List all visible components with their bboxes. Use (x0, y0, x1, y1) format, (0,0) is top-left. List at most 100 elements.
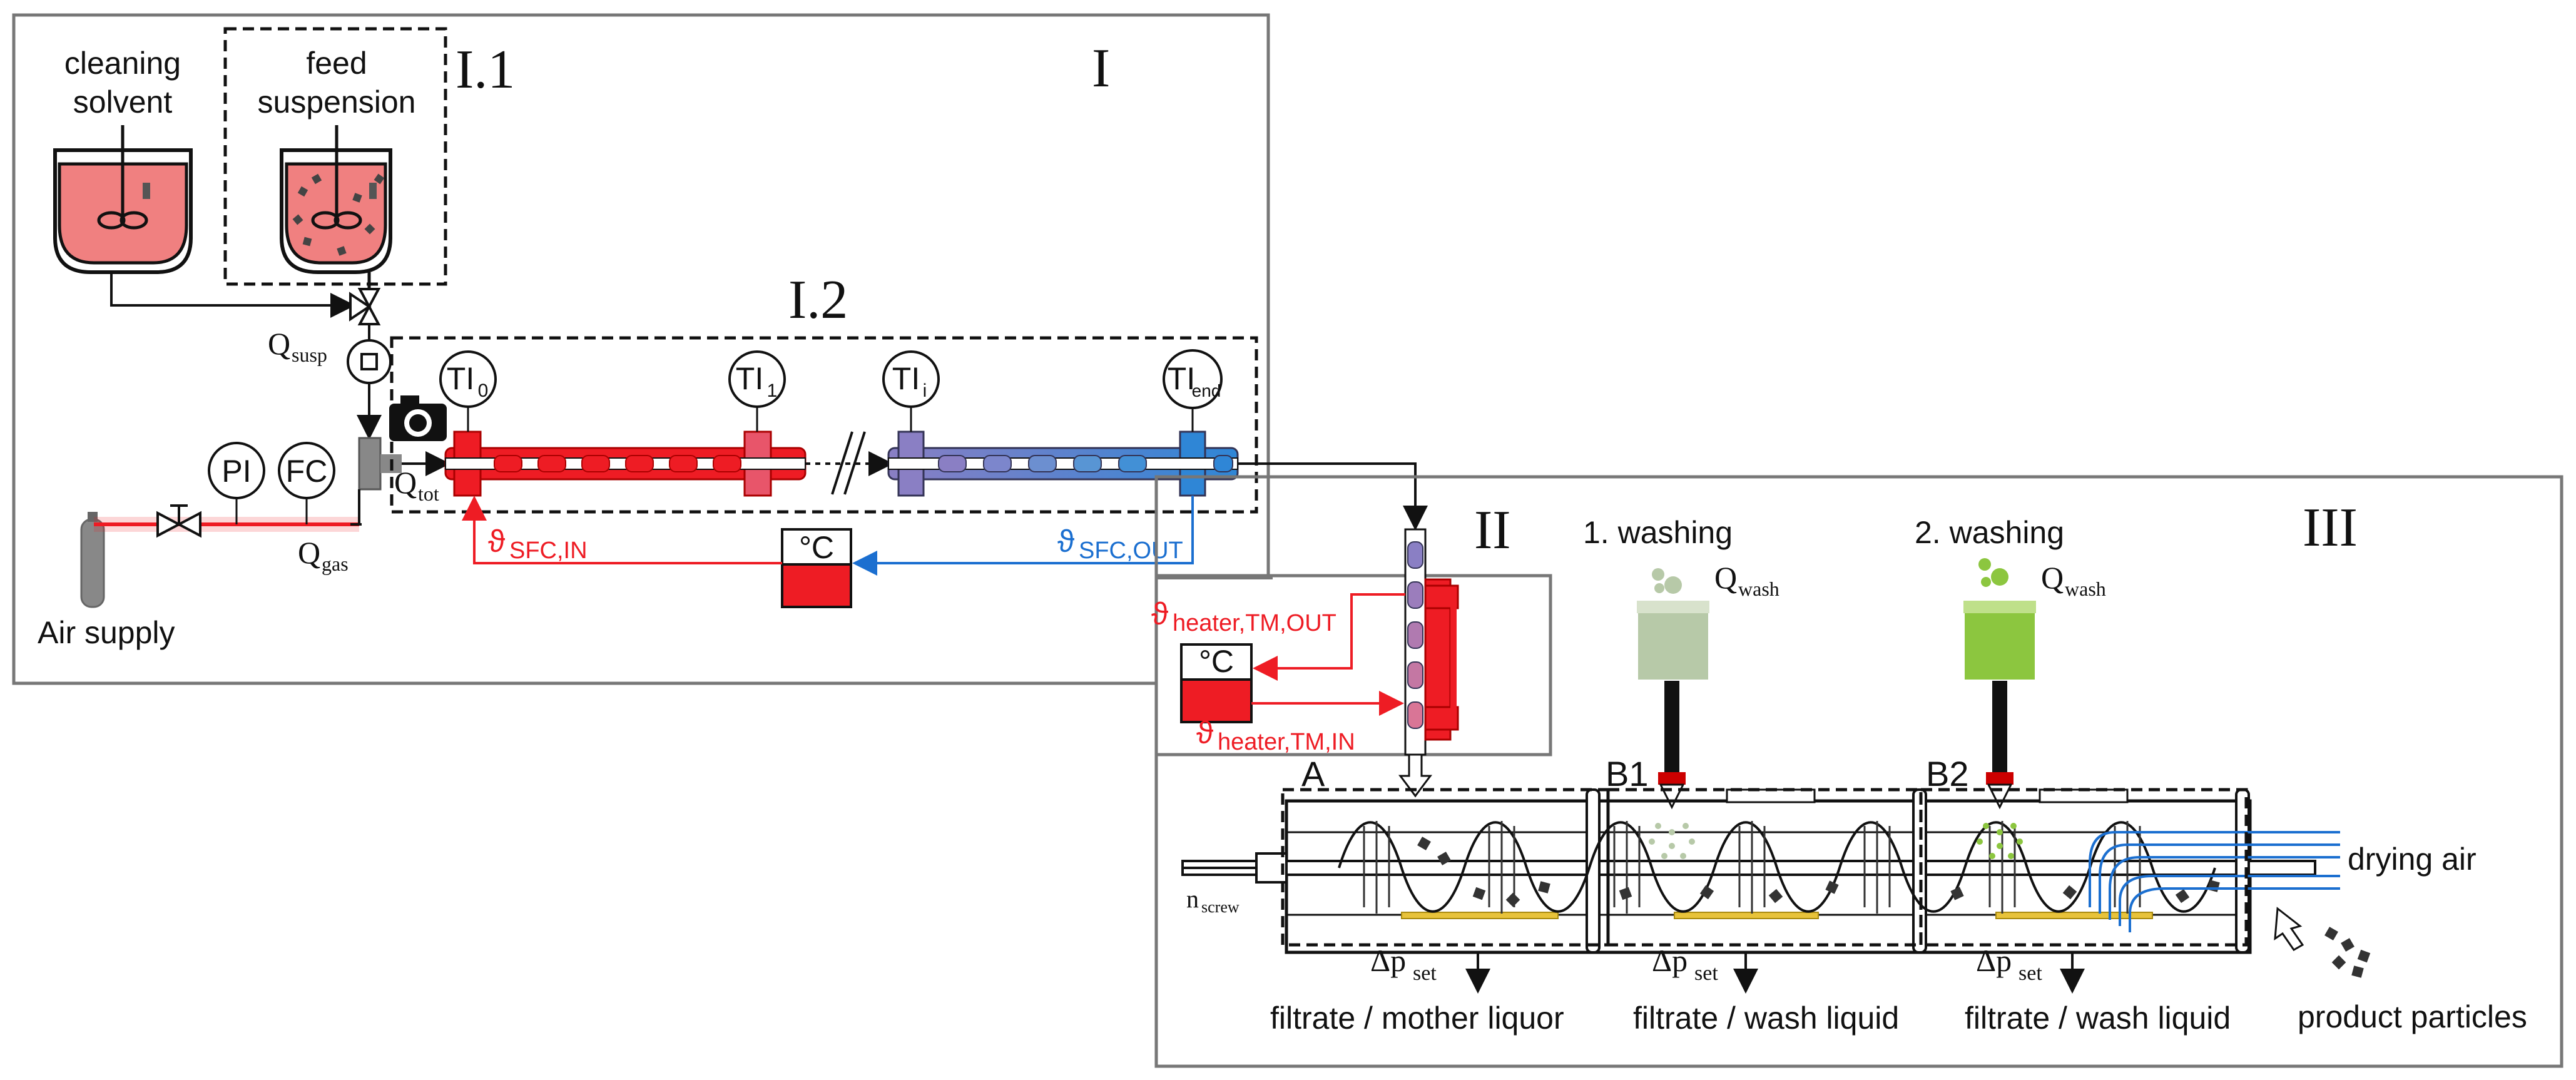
dp-2-sub: set (1694, 962, 1718, 985)
sfc-in-line (462, 496, 782, 564)
section-iii-label: III (2303, 497, 2358, 558)
screw-filter-body (1181, 788, 2316, 954)
section-iii-frame (1154, 475, 2563, 1068)
q-susp-label: Q (268, 326, 290, 361)
ti-0-text: TI (447, 361, 474, 396)
cleaning-label-line1: cleaning (64, 46, 181, 81)
ti-i-sub: i (923, 380, 927, 401)
drying-air-lines (2089, 831, 2340, 932)
washing-2-label: 2. washing (1915, 515, 2064, 550)
three-way-valve (349, 288, 381, 325)
product-particles-icon (2324, 927, 2371, 978)
q-wash-1-label: Q (1714, 560, 1737, 595)
feed-suspension-tank: feed suspension (258, 46, 416, 300)
filter-particles (1417, 837, 2220, 907)
wash-1-spray (1649, 823, 1695, 859)
ti-0-sub: 0 (478, 380, 489, 401)
screw-helix (1338, 821, 2216, 913)
q-tot-label: Q (394, 465, 417, 500)
dp-2-label: Δp (1652, 943, 1688, 978)
q-tot-sub: tot (418, 482, 439, 505)
sfc-in-label: ϑ (488, 524, 505, 559)
thermostat-sfc: °C (781, 528, 852, 608)
wash-1-beaker (1636, 568, 1711, 810)
section-i-frame (12, 13, 1270, 685)
wash-2-beaker (1962, 558, 2037, 810)
heater-out-sub: heater,TM,OUT (1173, 610, 1336, 636)
heater-in-sub: heater,TM,IN (1218, 729, 1355, 755)
product-outlet-arrow (2274, 907, 2304, 951)
zone-a-label: A (1301, 754, 1325, 793)
thermostat-heater-label: °C (1199, 644, 1234, 679)
wash-2-spray (1977, 823, 2023, 859)
break-mark-1 (831, 431, 853, 495)
ti-1-text: TI (736, 361, 763, 396)
ti-1-indicator: TI 1 (728, 350, 786, 432)
fc-label: FC (286, 454, 328, 489)
sfc-in-sub: SFC,IN (509, 537, 588, 564)
mixer-t-piece (358, 437, 382, 491)
zone-b1-label: B1 (1606, 754, 1649, 793)
camera-icon (389, 395, 447, 441)
thermostat-heater: °C (1180, 643, 1253, 723)
outlet-line (1238, 462, 1428, 531)
fc-controller (278, 442, 335, 499)
q-gas-sub: gas (322, 553, 349, 575)
n-screw-label: n (1186, 885, 1199, 913)
feed-label-line1: feed (306, 46, 367, 81)
zone-b2-box (1919, 788, 2248, 947)
feed-label-line2: suspension (258, 84, 416, 120)
washing-1-label: 1. washing (1583, 515, 1733, 550)
pi-indicator (208, 442, 265, 499)
pump-inner (360, 353, 378, 370)
filtrate-1-label: filtrate / mother liquor (1270, 1001, 1564, 1036)
section-ii-label: II (1474, 500, 1511, 561)
ti-end-text: TI (1168, 361, 1195, 396)
sfc-out-sub: SFC,OUT (1079, 537, 1183, 564)
filtrate-outlets (1465, 952, 2085, 994)
zone-b2-label: B2 (1926, 754, 1969, 793)
ti-i-text: TI (892, 361, 920, 396)
air-supply-cylinder (80, 512, 105, 608)
dp-3-label: Δp (1976, 943, 2012, 978)
section-i2-label: I.2 (788, 270, 848, 330)
q-wash-2-label: Q (2041, 560, 2064, 595)
solvent-line (110, 272, 355, 318)
section-i2-frame (390, 336, 1258, 514)
ti-i-indicator: TI i (882, 350, 940, 432)
air-supply-label: Air supply (38, 615, 175, 650)
section-i1-label: I.1 (456, 39, 515, 100)
sfc-out-line (852, 496, 1194, 576)
heater-out-label: ϑ (1151, 596, 1168, 631)
sfc-tube-segment-2 (887, 430, 1239, 497)
sfc-tube-segment-1 (444, 430, 807, 497)
break-mark-2 (843, 431, 866, 495)
thermostat-sfc-label: °C (799, 530, 834, 565)
q-susp-sub: susp (292, 344, 327, 366)
ti-end-indicator: TI end (1163, 349, 1223, 432)
pi-label: PI (221, 454, 251, 489)
gas-valve (156, 504, 201, 538)
product-particles-label: product particles (2298, 999, 2527, 1034)
dp-3-sub: set (2019, 962, 2042, 985)
drying-air-label: drying air (2348, 842, 2477, 877)
ti-0-indicator: TI 0 (439, 350, 497, 432)
sfc-out-label: ϑ (1057, 524, 1074, 559)
section-i1-frame (223, 27, 447, 286)
heater-tube (1404, 528, 1459, 756)
dp-1-label: Δp (1370, 943, 1406, 978)
filtrate-2-label: filtrate / wash liquid (1633, 1001, 1899, 1036)
heater-to-filter-arrow (1398, 753, 1432, 798)
heater-in-label: ϑ (1196, 715, 1213, 750)
cleaning-label-line2: solvent (73, 84, 173, 120)
ti-end-sub: end (1192, 381, 1221, 400)
q-wash-2-sub: wash (2065, 578, 2106, 600)
section-ii-top (1156, 576, 1273, 579)
ti-1-sub: 1 (767, 380, 778, 401)
filtrate-3-label: filtrate / wash liquid (1965, 1001, 2231, 1036)
n-screw-sub: screw (1201, 898, 1240, 916)
heater-out-line (1253, 593, 1405, 681)
section-i-label: I (1092, 38, 1110, 99)
dp-1-sub: set (1413, 962, 1437, 985)
